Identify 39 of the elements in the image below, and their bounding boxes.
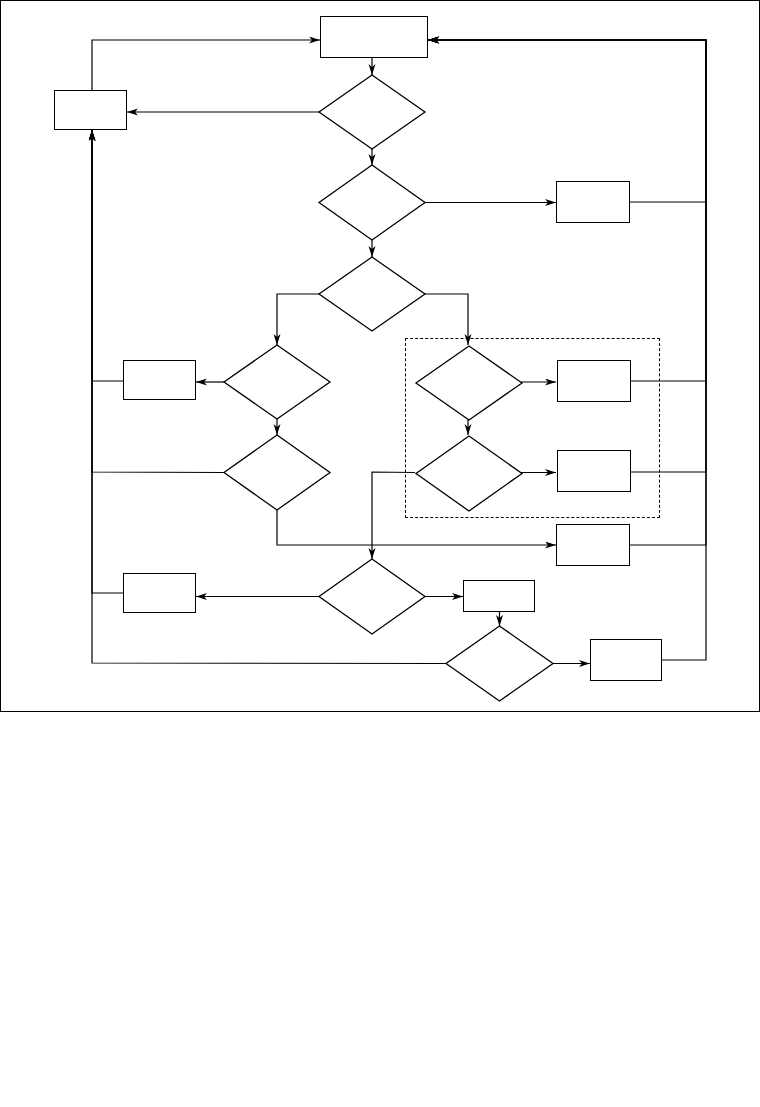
- arrow: [552, 660, 591, 667]
- decision-diamond: [416, 346, 522, 420]
- arrow: [368, 148, 376, 166]
- arrow: [424, 293, 472, 346]
- process-box: [123, 360, 196, 400]
- arrow: [91, 36, 321, 91]
- decision-diamond: [446, 626, 553, 701]
- arrow: [368, 57, 376, 76]
- decision-diamond: [319, 75, 425, 149]
- arrow: [273, 418, 281, 436]
- arrow: [520, 469, 557, 476]
- arrow: [126, 108, 320, 116]
- group-frame: [405, 338, 660, 518]
- decision-diamond: [224, 345, 330, 419]
- arrow: [195, 378, 225, 386]
- decision-diamond: [224, 435, 330, 510]
- decision-diamond: [319, 257, 425, 331]
- process-box: [320, 16, 428, 58]
- arrow: [195, 593, 320, 600]
- process-box: [463, 580, 535, 612]
- process-box: [54, 90, 127, 130]
- decision-diamond: [319, 165, 425, 240]
- process-box: [557, 450, 631, 492]
- process-box: [556, 524, 630, 566]
- arrow: [496, 611, 503, 627]
- arrow: [368, 471, 416, 560]
- process-box: [556, 181, 630, 223]
- arrow: [424, 199, 557, 206]
- process-box: [557, 360, 631, 402]
- process-box: [590, 639, 662, 681]
- decision-diamond: [319, 559, 425, 634]
- arrow: [464, 418, 472, 436]
- arrow: [424, 593, 464, 600]
- process-box: [123, 573, 196, 613]
- decision-diamond: [416, 436, 522, 511]
- arrow: [520, 378, 557, 386]
- arrow: [276, 509, 557, 549]
- arrow: [368, 239, 376, 258]
- arrow: [273, 293, 320, 346]
